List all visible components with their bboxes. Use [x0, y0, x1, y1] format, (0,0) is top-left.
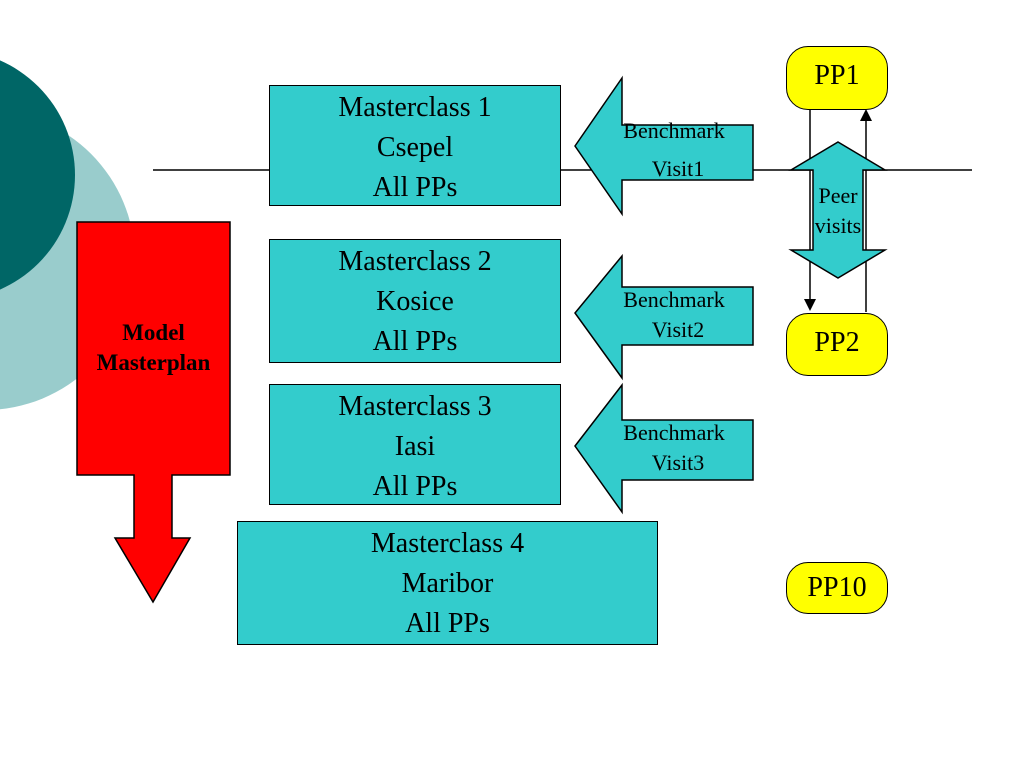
model-masterplan-label: Model Masterplan — [77, 318, 230, 378]
benchmark-3-line2: Visit3 — [651, 450, 705, 475]
benchmark-3-label: Benchmark Visit3 — [600, 418, 748, 478]
model-masterplan-arrow — [76, 221, 231, 604]
model-line1: Model — [122, 320, 185, 345]
masterclass-4-place: Maribor — [401, 568, 494, 599]
masterclass-2-title: Masterclass 2 — [338, 246, 492, 277]
masterclass-1-who: All PPs — [372, 172, 458, 203]
masterclass-2-place: Kosice — [376, 286, 454, 317]
masterclass-2-box: Masterclass 2 Kosice All PPs — [269, 239, 561, 363]
pp1-node: PP1 — [786, 46, 888, 110]
benchmark-1-line2: Visit1 — [651, 156, 705, 181]
benchmark-2-line1: Benchmark — [623, 287, 725, 312]
masterclass-3-who: All PPs — [372, 471, 458, 502]
masterclass-4-box: Masterclass 4 Maribor All PPs — [237, 521, 658, 645]
masterclass-3-box: Masterclass 3 Iasi All PPs — [269, 384, 561, 505]
dark-teal-circle — [0, 60, 75, 290]
peer-line1: Peer — [818, 183, 858, 208]
masterclass-3-title: Masterclass 3 — [338, 391, 492, 422]
benchmark-arrow-1 — [574, 75, 754, 217]
masterclass-4-who: All PPs — [405, 608, 490, 639]
pp10-node: PP10 — [786, 562, 888, 614]
peer-visits-arrow — [788, 141, 888, 279]
peer-line2: visits — [814, 213, 862, 238]
benchmark-2-line2: Visit2 — [651, 317, 705, 342]
benchmark-1-label: Benchmark Visit1 — [600, 112, 748, 188]
masterclass-4-title: Masterclass 4 — [370, 528, 525, 559]
benchmark-arrow-2 — [574, 253, 754, 381]
masterclass-1-place: Csepel — [376, 132, 454, 163]
masterclass-1-box: Masterclass 1 Csepel All PPs — [269, 85, 561, 206]
masterclass-1-title: Masterclass 1 — [338, 92, 492, 123]
pp2-node: PP2 — [786, 313, 888, 376]
model-line2: Masterplan — [96, 350, 211, 375]
masterclass-3-place: Iasi — [394, 431, 436, 462]
benchmark-3-line1: Benchmark — [623, 420, 725, 445]
benchmark-1-line1: Benchmark — [623, 118, 725, 143]
benchmark-2-label: Benchmark Visit2 — [600, 285, 748, 345]
benchmark-arrow-3 — [574, 382, 754, 515]
masterclass-2-who: All PPs — [372, 326, 458, 357]
peer-visits-label: Peer visits — [798, 181, 878, 241]
